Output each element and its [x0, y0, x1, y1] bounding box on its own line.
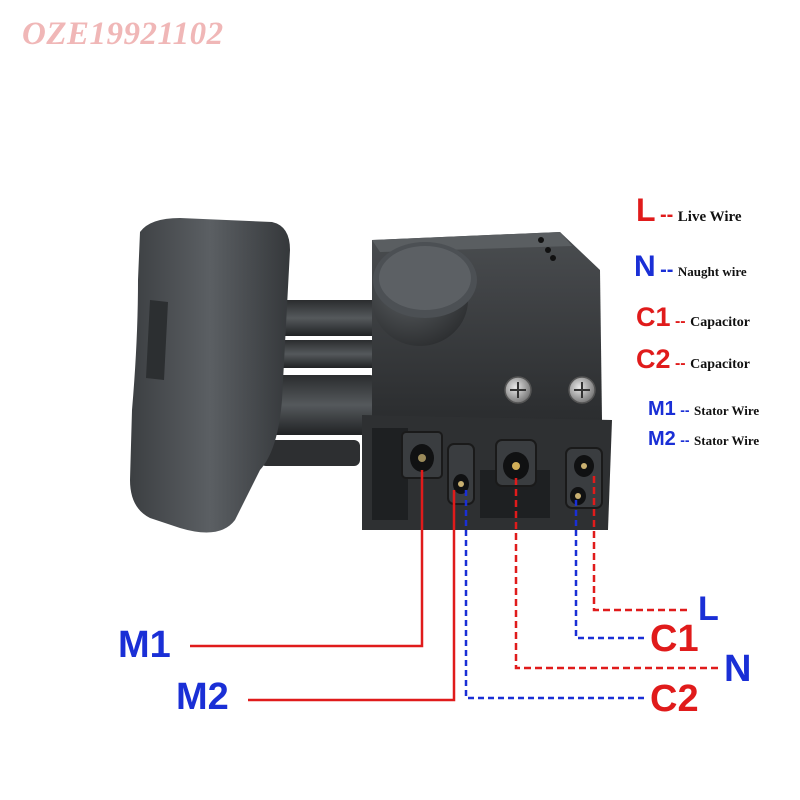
- terminal-block: [362, 415, 612, 530]
- legend-code: N: [634, 250, 656, 283]
- wire-m1: [190, 470, 424, 648]
- legend-dash: --: [660, 204, 674, 226]
- legend-code: C1: [636, 302, 671, 332]
- wire-l: [592, 476, 690, 612]
- wire-c1: [574, 500, 644, 640]
- legend-desc: Capacitor: [690, 357, 750, 372]
- terminal-screws: [504, 376, 596, 404]
- legend-dash: --: [674, 355, 686, 372]
- legend-desc: Stator Wire: [694, 403, 760, 418]
- watermark-text: OZE19921102: [22, 16, 224, 52]
- legend-item-c1: C1 -- Capacitor: [636, 302, 750, 333]
- legend-dash: --: [674, 313, 686, 330]
- legend-desc: Capacitor: [690, 315, 750, 330]
- wire-label-c2: C2: [650, 678, 699, 720]
- legend-desc: Stator Wire: [694, 433, 760, 448]
- wire-n: [514, 478, 720, 670]
- legend-code: C2: [636, 344, 671, 374]
- trigger: [130, 218, 290, 533]
- legend-item-m2: M2 -- Stator Wire: [648, 428, 759, 451]
- legend-code: M2: [648, 428, 676, 450]
- legend-dash: --: [680, 402, 690, 418]
- legend-desc: Live Wire: [677, 209, 742, 225]
- legend-item-l: L -- Live Wire: [636, 192, 742, 229]
- legend-dash: --: [660, 259, 674, 281]
- legend-item-n: N -- Naught wire: [634, 250, 747, 284]
- legend-item-c2: C2 -- Capacitor: [636, 344, 750, 375]
- wire-label-m2: M2: [176, 676, 229, 718]
- wire-label-n: N: [724, 648, 752, 690]
- wire-lines: [190, 470, 720, 702]
- legend-item-m1: M1 -- Stator Wire: [648, 398, 759, 421]
- wire-label-l: L: [698, 590, 719, 628]
- legend-desc: Naught wire: [677, 264, 747, 279]
- legend-dash: --: [680, 432, 690, 448]
- wire-label-c1: C1: [650, 618, 699, 660]
- legend-code: M1: [648, 398, 676, 420]
- wire-label-m1: M1: [118, 624, 171, 666]
- lock-knob: [372, 242, 477, 346]
- wire-m2: [248, 490, 456, 702]
- legend-code: L: [636, 192, 656, 228]
